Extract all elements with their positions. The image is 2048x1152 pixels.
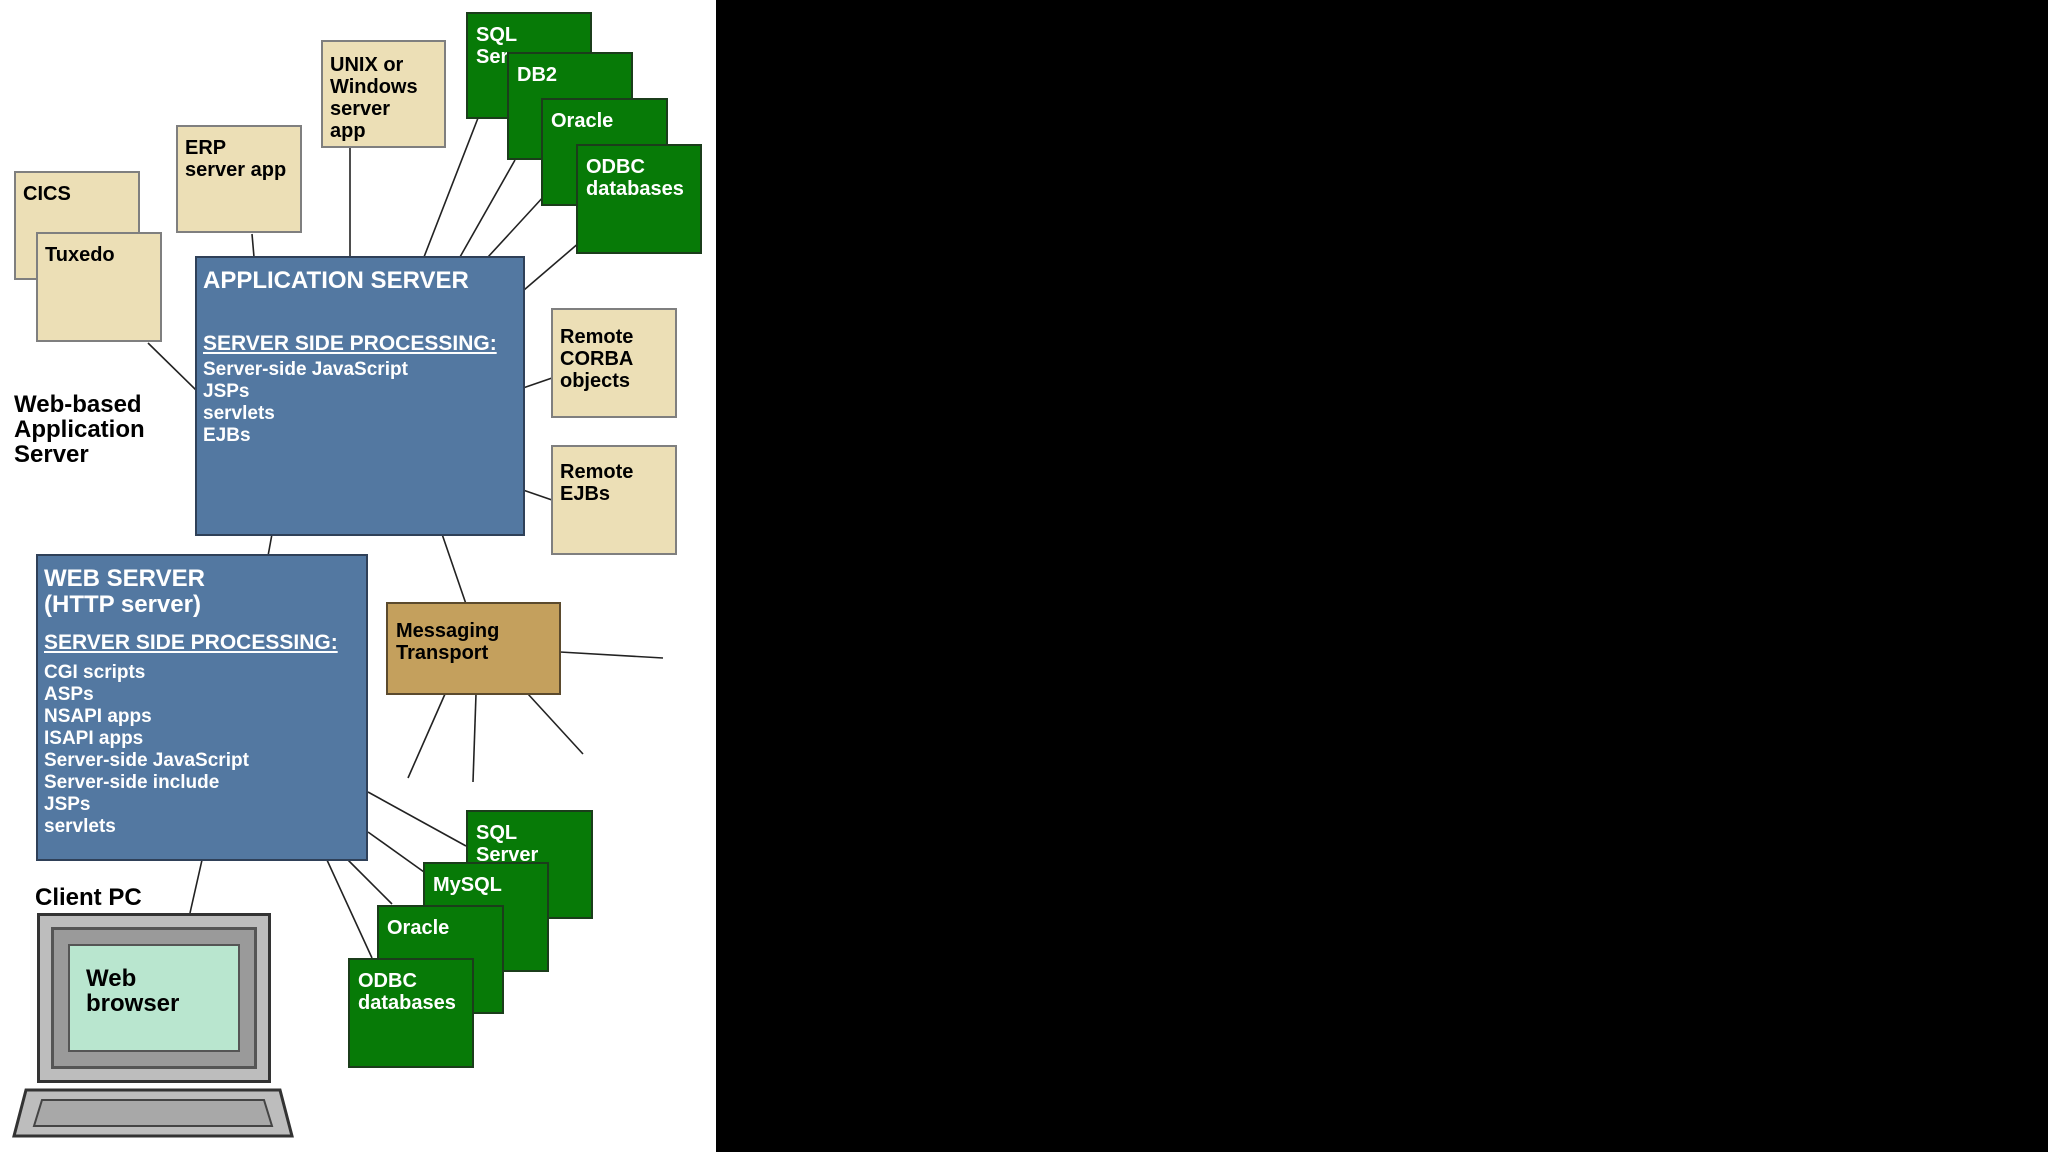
tuxedo-label: Tuxedo (45, 244, 115, 266)
connector-corba-app (522, 377, 553, 389)
connector-messaging-down-1 (407, 693, 446, 779)
connector-web-mysql (367, 831, 425, 873)
bottom-odbc-databases-db: ODBC databases (348, 958, 474, 1068)
messaging-label-line-2: Transport (396, 642, 489, 664)
web-server-item: servlets (44, 815, 116, 837)
application-server-box: APPLICATION SERVER SERVER SIDE PROCESSIN… (195, 256, 525, 536)
connector-messaging-down-2 (472, 693, 477, 783)
erp-server-app-box: ERP server app (176, 125, 302, 233)
connector-lines (147, 117, 664, 959)
side-label-line-1: Web-based (14, 391, 142, 418)
app-server-item: Server-side JavaScript (203, 359, 408, 381)
bottom-odbc-label-line-2: databases (358, 992, 456, 1014)
connector-sqlserver-app (423, 117, 479, 258)
connector-web-odbc (326, 859, 373, 959)
connector-messaging-down-3 (527, 693, 584, 755)
web-server-item: ASPs (44, 683, 94, 705)
connector-tuxedo-app (147, 342, 197, 391)
top-odbc-label-line-1: ODBC (586, 156, 645, 178)
unix-label-line-3: server (330, 98, 391, 120)
tuxedo-box: Tuxedo (36, 232, 162, 342)
app-server-item: EJBs (203, 425, 251, 447)
erp-label-line-2: server app (185, 159, 287, 181)
ejbs-label-line-1: Remote (560, 461, 634, 483)
erp-label-line-1: ERP (185, 137, 227, 159)
web-server-item: Server-side include (44, 771, 220, 793)
connector-db2-app (459, 159, 516, 258)
web-server-item: ISAPI apps (44, 727, 144, 749)
top-odbc-databases-db: ODBC databases (576, 144, 702, 254)
top-db2-label: DB2 (517, 64, 558, 86)
ejbs-label-line-2: EJBs (560, 483, 611, 505)
connector-app-messaging (441, 533, 467, 605)
side-label-line-3: Server (14, 441, 89, 468)
diagram-panel: CICS Tuxedo ERP server app UNIX or Windo… (0, 0, 716, 1152)
messaging-label-line-1: Messaging (396, 620, 500, 642)
unix-windows-server-app-box: UNIX or Windows server app (321, 40, 446, 148)
remote-corba-objects-box: Remote CORBA objects (551, 308, 677, 418)
client-pc-label: Client PC (35, 884, 142, 911)
connector-ejbs-app (522, 489, 553, 501)
corba-label-line-1: Remote (560, 326, 634, 348)
screen-text-line-1: Web (86, 965, 137, 992)
connector-erp-app (251, 233, 255, 258)
unix-label-line-4: app (330, 120, 366, 142)
web-server-box: WEB SERVER (HTTP server) SERVER SIDE PRO… (36, 554, 368, 861)
bottom-mysql-label: MySQL (433, 874, 502, 896)
top-odbc-label-line-2: databases (586, 178, 684, 200)
corba-label-line-2: CORBA (560, 348, 634, 370)
app-server-item: JSPs (203, 381, 250, 403)
web-server-item: JSPs (44, 793, 91, 815)
remote-ejbs-box: Remote EJBs (551, 445, 677, 555)
bottom-sql-server-label: SQL Server (476, 822, 539, 866)
unix-label-line-2: Windows (330, 76, 418, 98)
monitor-bezel: Web browser (51, 927, 257, 1069)
unix-label-line-1: UNIX or (330, 54, 404, 76)
connector-oracle-app (487, 194, 546, 258)
web-server-item: NSAPI apps (44, 705, 152, 727)
connector-web-oracle (347, 859, 393, 905)
web-server-title-line-2: (HTTP server) (44, 591, 201, 619)
web-browser-screen: Web browser (68, 944, 240, 1052)
web-server-processing-heading: SERVER SIDE PROCESSING: (44, 630, 338, 654)
connector-app-web (267, 533, 273, 557)
web-based-application-server-label: Web-based Application Server (14, 392, 145, 467)
laptop-monitor: Web browser (37, 913, 271, 1083)
laptop-keyboard-base (12, 1088, 294, 1138)
web-server-item: CGI scripts (44, 661, 146, 683)
connector-messaging-right (559, 651, 664, 659)
top-oracle-label: Oracle (551, 110, 614, 132)
web-server-item: Server-side JavaScript (44, 749, 249, 771)
bottom-oracle-label: Oracle (387, 917, 450, 939)
bottom-odbc-label-line-1: ODBC (358, 970, 417, 992)
cics-label: CICS (23, 183, 71, 205)
messaging-transport-box: Messaging Transport (386, 602, 561, 695)
corba-label-line-3: objects (560, 370, 631, 392)
connector-web-sqlserver (367, 791, 467, 847)
web-server-title-line-1: WEB SERVER (44, 565, 205, 592)
app-server-title: APPLICATION SERVER (203, 267, 469, 294)
app-server-processing-heading: SERVER SIDE PROCESSING: (203, 332, 497, 356)
connector-odbc-app (523, 241, 581, 291)
side-label-line-2: Application (14, 416, 145, 443)
screen-text-line-2: browser (86, 990, 180, 1018)
app-server-item: servlets (203, 403, 275, 425)
connector-web-client (189, 859, 203, 914)
